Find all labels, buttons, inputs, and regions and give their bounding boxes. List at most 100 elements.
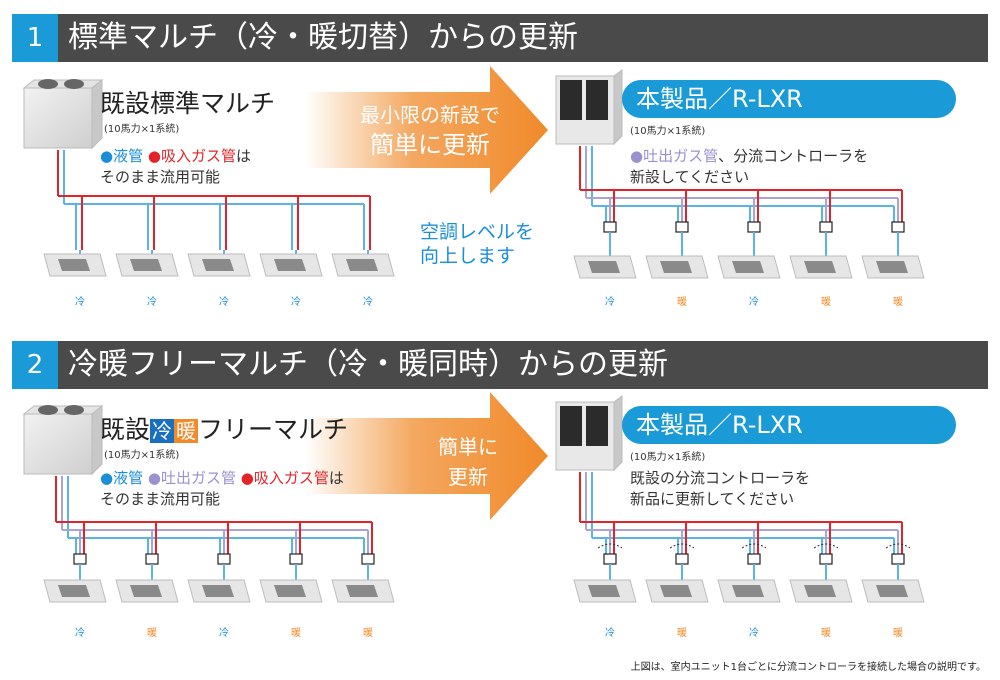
section1-existing-system (22, 78, 395, 277)
new-box-mark (597, 543, 623, 549)
s2-right-mode-label: 暖 (677, 628, 687, 639)
s2-existing-note: ●液管 ●吐出ガス管 ●吸入ガス管は そのまま流用可能 (100, 468, 344, 510)
s2-product-note-line1: 既設の分流コントローラを (630, 469, 811, 487)
indoor-unit (331, 579, 395, 603)
indoor-unit (789, 579, 853, 603)
s2-product-pill: 本製品／R-LXR (622, 406, 956, 444)
s2-product-note-line2: 新品に更新してください (630, 490, 795, 508)
indoor-unit (259, 579, 323, 603)
branch-controller-box (675, 221, 689, 233)
s2-right-mode-label: 冷 (605, 628, 615, 639)
s2-product-note: 既設の分流コントローラを 新品に更新してください (630, 468, 810, 510)
s1-left-mode-label: 冷 (147, 297, 157, 308)
branch-controller-box (747, 221, 761, 233)
section2-new-system (555, 395, 925, 603)
branch-controller-box (819, 553, 833, 565)
s1-suction-pipe-label: ●吸入ガス管 (147, 147, 236, 165)
s1-right-mode-label: 冷 (605, 297, 615, 308)
s2-existing-name: 既設冷暖フリーマルチ (100, 410, 348, 446)
new-outdoor-unit (555, 69, 623, 146)
branch-controller-box (819, 221, 833, 233)
existing-outdoor-unit (22, 404, 104, 476)
section2-title: 冷暖フリーマルチ（冷・暖同時）からの更新 (68, 347, 668, 382)
s2-left-mode-label: 暖 (291, 628, 301, 639)
section2-header: 2 冷暖フリーマルチ（冷・暖同時）からの更新 (12, 341, 988, 389)
s2-note-suffix: は (328, 469, 344, 487)
indoor-unit (717, 255, 781, 279)
s1-right-mode-label: 暖 (677, 297, 687, 308)
s1-right-mode-label: 暖 (893, 297, 903, 308)
branch-controller-box (891, 553, 905, 565)
new-box-mark (741, 543, 767, 549)
s1-left-mode-label: 冷 (363, 297, 373, 308)
s1-product-note-suffix: 、分流コントローラを (718, 147, 869, 165)
section2-number: 2 (12, 341, 58, 389)
indoor-unit (187, 253, 251, 277)
s2-right-mode-label: 暖 (821, 628, 831, 639)
s1-arrow-line2: 簡単に更新 (370, 131, 490, 159)
s2-suction-pipe-label: ●吸入ガス管 (240, 469, 329, 487)
s1-arrow-line1: 最小限の新設で (360, 103, 500, 127)
s1-left-mode-label: 冷 (219, 297, 229, 308)
s2-left-mode-label: 暖 (147, 628, 157, 639)
s2-existing-spec: (10馬力×1系統) (104, 450, 180, 461)
s2-name-suffix: フリーマルチ (198, 415, 349, 444)
s1-arrow-text: 最小限の新設で 簡単に更新 (340, 100, 520, 160)
indoor-unit (259, 253, 323, 277)
s2-right-mode-label: 冷 (749, 628, 759, 639)
s2-arrow-line2: 更新 (448, 465, 488, 489)
indoor-unit (573, 579, 637, 603)
indoor-unit (861, 255, 925, 279)
section2-arrow (305, 392, 548, 520)
branch-controller-box (603, 221, 617, 233)
s1-discharge-pipe-label: ●吐出ガス管 (630, 147, 719, 165)
branch-controller-box (747, 553, 761, 565)
branch-controller-box (145, 553, 159, 565)
s1-level-line1: 空調レベルを (420, 221, 535, 243)
branch-controller-box (289, 553, 303, 565)
indoor-unit (861, 579, 925, 603)
s2-discharge-pipe-label: ●吐出ガス管 (147, 469, 236, 487)
s1-liquid-pipe-label: ●液管 (100, 147, 144, 165)
s1-right-mode-label: 冷 (749, 297, 759, 308)
cool-badge: 冷 (150, 419, 175, 443)
indoor-unit (331, 253, 395, 277)
new-outdoor-unit (555, 395, 623, 472)
indoor-unit (645, 255, 709, 279)
branch-controller-box (361, 553, 375, 565)
s1-existing-name: 既設標準マルチ (100, 89, 276, 118)
s2-left-mode-label: 冷 (219, 628, 229, 639)
indoor-unit (645, 579, 709, 603)
s1-product-spec: (10馬力×1系統) (630, 126, 706, 137)
section1-title: 標準マルチ（冷・暖切替）からの更新 (68, 20, 578, 55)
indoor-unit (115, 253, 179, 277)
branch-controller-box (675, 553, 689, 565)
s1-product-pill: 本製品／R-LXR (622, 80, 956, 118)
s1-product-note: ●吐出ガス管、分流コントローラを 新設してください (630, 146, 868, 188)
branch-controller-box (603, 553, 617, 565)
new-box-mark (813, 543, 839, 549)
s2-left-mode-label: 冷 (75, 628, 85, 639)
s1-right-mode-label: 暖 (821, 297, 831, 308)
footnote: 上図は、室内ユニット1台ごとに分流コントローラを接続した場合の説明です。 (630, 662, 986, 673)
section1-new-system (555, 69, 925, 279)
indoor-unit (789, 255, 853, 279)
s2-arrow-line1: 簡単に (438, 435, 498, 459)
indoor-unit (43, 579, 107, 603)
s1-left-mode-label: 冷 (291, 297, 301, 308)
s2-name-prefix: 既設 (100, 415, 151, 444)
s2-liquid-pipe-label: ●液管 (100, 469, 144, 487)
branch-controller-box (73, 553, 87, 565)
new-box-mark (669, 543, 695, 549)
s2-right-mode-label: 暖 (893, 628, 903, 639)
indoor-unit (43, 253, 107, 277)
s1-note-suffix: は (235, 147, 251, 165)
indoor-unit (573, 255, 637, 279)
new-box-mark (885, 543, 911, 549)
section1-number: 1 (12, 14, 58, 62)
branch-controller-box (217, 553, 231, 565)
s2-arrow-text: 簡単に 更新 (398, 432, 538, 492)
section1-header: 1 標準マルチ（冷・暖切替）からの更新 (12, 14, 988, 62)
s2-note-line2: そのまま流用可能 (100, 490, 221, 508)
